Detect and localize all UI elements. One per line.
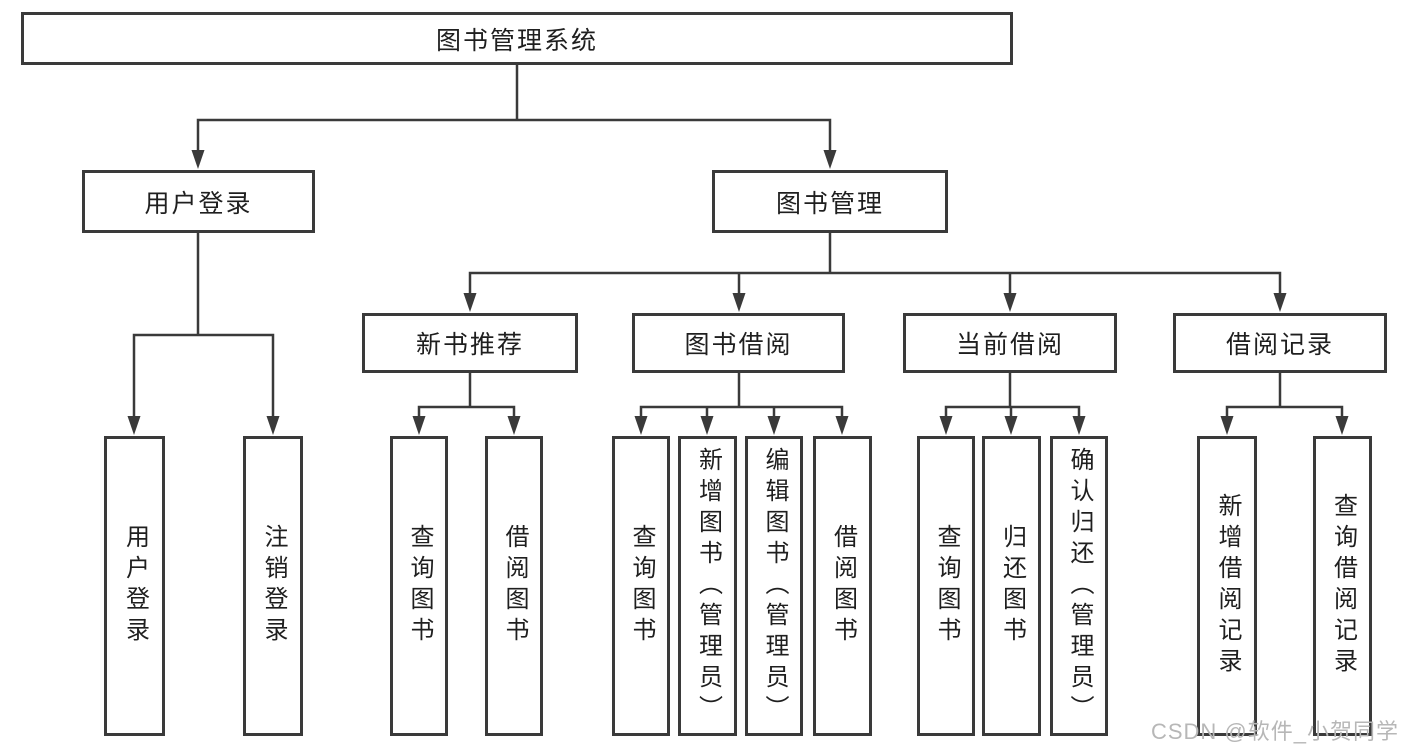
node-label: 借阅图书 <box>829 524 857 648</box>
node-borrow-records: 借阅记录 <box>1173 313 1387 373</box>
leaf-edit-book-admin: 编辑图书（管理员） <box>745 436 803 736</box>
connector-book-mgmt-to-level3 <box>468 231 1282 300</box>
node-label: 确认归还（管理员） <box>1066 446 1093 726</box>
node-label: 当前借阅 <box>955 331 1064 359</box>
leaf-borrow-books: 借阅图书 <box>813 436 872 736</box>
connector-current-borrow-to-leaves <box>944 371 1081 423</box>
node-label: 用户登录 <box>144 189 253 218</box>
connector-root-to-level2 <box>196 63 832 157</box>
arrowheads <box>127 150 1349 435</box>
node-label: 图书管理 <box>775 189 884 218</box>
node-label: 图书借阅 <box>684 331 793 359</box>
csdn-watermark: CSDN @软件_小贺同学 <box>1150 719 1399 744</box>
connector-new-book-to-leaves <box>417 371 516 423</box>
leaf-logout: 注销登录 <box>243 436 303 736</box>
node-label: 用户登录 <box>121 524 149 648</box>
node-label: 查询借阅记录 <box>1329 493 1357 679</box>
node-root-system: 图书管理系统 <box>21 12 1013 65</box>
node-label: 图书管理系统 <box>435 26 598 55</box>
node-label: 新书推荐 <box>415 331 524 359</box>
node-new-book-recommend: 新书推荐 <box>362 313 578 373</box>
node-book-management: 图书管理 <box>712 170 948 233</box>
leaf-query-books-borrow: 查询图书 <box>612 436 670 736</box>
node-current-borrow: 当前借阅 <box>903 313 1117 373</box>
node-book-borrow: 图书借阅 <box>632 313 845 373</box>
leaf-confirm-return-admin: 确认归还（管理员） <box>1050 436 1108 736</box>
node-user-login: 用户登录 <box>82 170 315 233</box>
leaf-query-borrow-record: 查询借阅记录 <box>1313 436 1372 736</box>
node-label: 查询图书 <box>933 524 960 648</box>
leaf-user-login: 用户登录 <box>104 436 165 736</box>
node-label: 借阅记录 <box>1225 331 1334 359</box>
leaf-borrow-books-recommend: 借阅图书 <box>485 436 543 736</box>
leaf-add-book-admin: 新增图书（管理员） <box>678 436 737 736</box>
leaf-add-borrow-record: 新增借阅记录 <box>1197 436 1257 736</box>
node-label: 注销登录 <box>260 524 287 648</box>
connector-borrow-records-to-leaves <box>1225 371 1344 423</box>
node-label: 新增图书（管理员） <box>694 446 722 726</box>
leaf-return-book: 归还图书 <box>982 436 1041 736</box>
leaf-query-books-recommend: 查询图书 <box>390 436 448 736</box>
node-label: 查询图书 <box>628 524 655 648</box>
node-label: 新增借阅记录 <box>1214 493 1241 679</box>
node-label: 编辑图书（管理员） <box>761 446 788 726</box>
node-label: 借阅图书 <box>501 524 528 648</box>
leaf-query-books-current: 查询图书 <box>917 436 975 736</box>
connector-book-borrow-to-leaves <box>639 371 844 423</box>
connector-user-login-to-leaves <box>132 231 275 423</box>
node-label: 归还图书 <box>998 524 1026 648</box>
node-label: 查询图书 <box>406 524 433 648</box>
